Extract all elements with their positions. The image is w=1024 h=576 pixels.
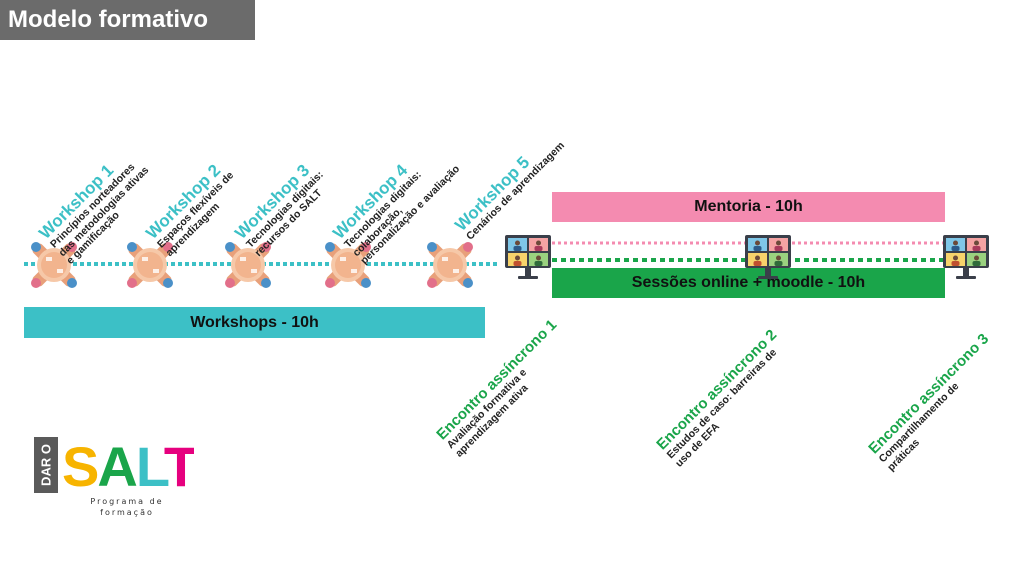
meeting-table-icon [122, 237, 178, 298]
video-call-monitor-icon [744, 234, 792, 287]
salt-logo-letter: T [164, 440, 194, 492]
page-title: Modelo formativo [0, 0, 255, 40]
salt-logo: SALT [62, 440, 194, 492]
meeting-table-icon [422, 237, 478, 298]
svg-text:SALT: SALT [62, 440, 194, 492]
workshops-bar: Workshops - 10h [24, 307, 485, 338]
video-call-monitor-icon [504, 234, 552, 287]
meeting-table-icon [320, 237, 376, 298]
logo-dar-o-text: DAR O [38, 444, 54, 486]
logo-subtitle-2: formação [100, 508, 154, 517]
salt-logo-letter: A [97, 440, 136, 492]
mentoria-bar: Mentoria - 10h [552, 192, 945, 222]
meeting-table-icon [26, 237, 82, 298]
logo-dar-o-box: DAR O [34, 437, 58, 493]
logo-subtitle-1: Programa de [90, 497, 164, 506]
meeting-table-icon [220, 237, 276, 298]
salt-logo-letter: S [62, 440, 98, 492]
sessoes-bar: Sessões online + moodle - 10h [552, 268, 945, 298]
video-call-monitor-icon [942, 234, 990, 287]
